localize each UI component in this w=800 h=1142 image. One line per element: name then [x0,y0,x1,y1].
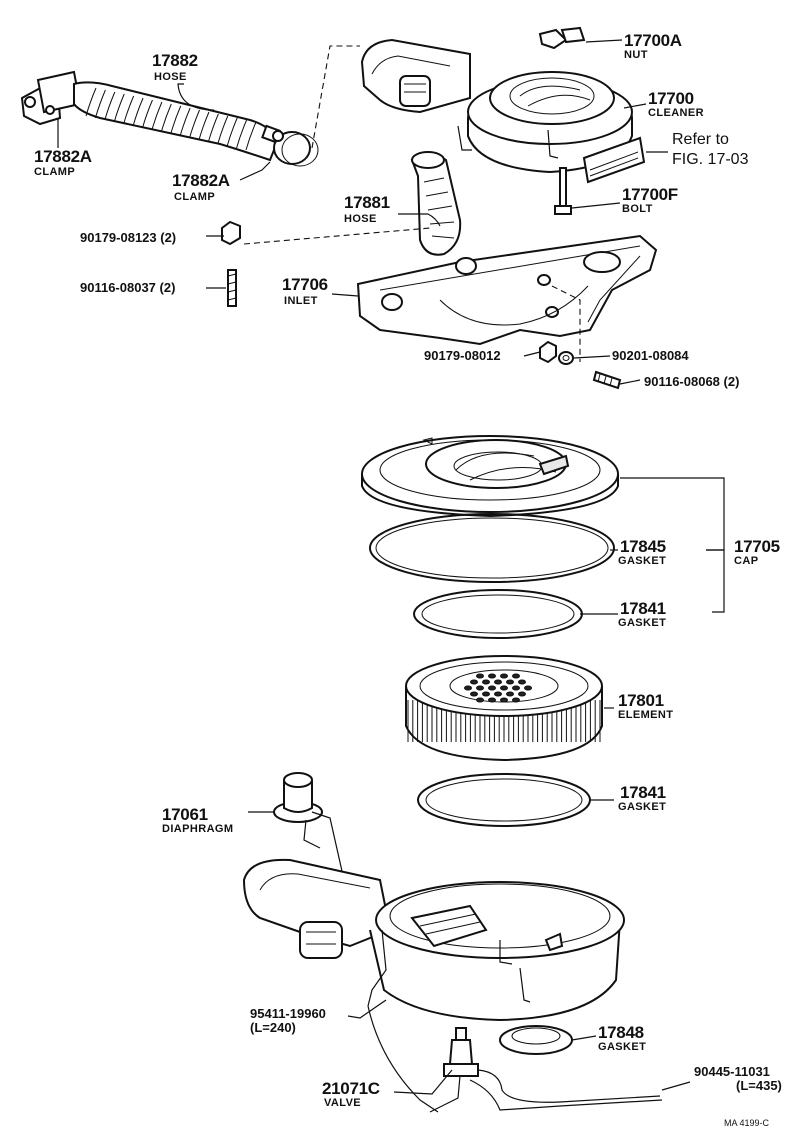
label-gasket-17841-top-name: GASKET [618,617,666,629]
dashed-leader-hose-cleaner [311,45,360,149]
label-clamp-17882a-right: 17882A CLAMP [172,171,230,203]
label-gasket-17845-pn: 17845 [620,537,666,556]
label-clamp-17882a-left-name: CLAMP [34,166,75,178]
label-clamp-17882a-left: 17882A CLAMP [34,147,92,178]
label-refer: Refer to FIG. 17-03 [672,131,749,168]
label-hose-95411-name: (L=240) [250,1020,296,1035]
label-gasket-17848-name: GASKET [598,1041,646,1053]
dashed-leader-nut-inlet [243,227,431,245]
label-cap-17705-name: CAP [734,555,758,567]
cap-17705-drawing [361,435,619,518]
label-gasket-17845-name: GASKET [618,555,666,567]
cleaner-body-drawing [242,858,625,1022]
leader-lines [57,39,725,1095]
label-gasket-17841-bottom-name: GASKET [618,801,666,813]
label-element-17801-pn: 17801 [618,691,664,710]
label-inlet-17706-pn: 17706 [282,275,328,294]
label-cleaner-17700: 17700 CLEANER [648,89,704,119]
label-element-17801-name: ELEMENT [618,709,673,721]
label-bolt-17700f: 17700F BOLT [622,185,678,215]
label-nut-17700a-name: NUT [624,49,648,61]
label-hose-17881: 17881 HOSE [344,193,390,225]
label-nut-17700a: 17700A NUT [624,31,682,61]
label-hose-95411: 95411-19960 (L=240) [250,1006,326,1035]
label-hose-90445: 90445-11031 (L=435) [694,1064,782,1093]
label-hose-90445-pn: 90445-11031 [694,1064,770,1079]
valve-21071c-drawing [367,1005,663,1113]
gasket-17845-drawing [369,513,615,583]
label-hose-17882-name: HOSE [154,71,187,83]
label-diaphragm-17061-name: DIAPHRAGM [162,823,233,835]
label-clamp-17882a-right-pn: 17882A [172,171,230,190]
element-17801-drawing [405,655,603,762]
label-valve-21071c: 21071C VALVE [322,1079,380,1109]
label-nut-90179-08012: 90179-08012 [424,348,501,363]
label-cleaner-17700-pn: 17700 [648,89,694,108]
label-bolt-17700f-name: BOLT [622,203,653,215]
label-valve-21071c-pn: 21071C [322,1079,380,1098]
label-gasket-17841-bottom: 17841 GASKET [618,783,666,813]
label-bolt-17700f-pn: 17700F [622,185,678,204]
label-refer-line2: FIG. 17-03 [672,151,749,168]
label-diaphragm-17061-pn: 17061 [162,805,208,824]
label-gasket-17845: 17845 GASKET [618,537,666,567]
label-hose-95411-pn: 95411-19960 [250,1006,326,1021]
gasket-17841-bottom-drawing [417,773,591,827]
label-stud-90116-08037: 90116-08037 (2) [80,280,175,295]
label-hose-17881-pn: 17881 [344,193,390,212]
label-hose-90445-name: (L=435) [736,1078,782,1093]
label-hose-17882-pn: 17882 [152,51,198,70]
label-stud-90116-08068: 90116-08068 (2) [644,374,739,389]
footer-code: MA 4199-C [724,1118,770,1128]
dashed-leader-inlet-stud [551,285,581,362]
label-cap-17705: 17705 CAP [734,537,780,567]
label-gasket-17848: 17848 GASKET [598,1023,646,1053]
gasket-17848-drawing [499,1025,573,1055]
label-cleaner-17700-name: CLEANER [648,107,704,119]
nut-stud-small-drawing [221,220,241,307]
label-diaphragm-17061: 17061 DIAPHRAGM [162,805,233,835]
label-hose-17882: 17882 HOSE [152,51,198,83]
hose-17881-drawing [410,151,462,256]
label-gasket-17848-pn: 17848 [598,1023,644,1042]
label-gasket-17841-bottom-pn: 17841 [620,783,666,802]
cleaner-17700-drawing [360,26,646,215]
label-element-17801: 17801 ELEMENT [618,691,673,721]
label-refer-line1: Refer to [672,131,729,148]
label-clamp-17882a-left-pn: 17882A [34,147,92,166]
label-nut-17700a-pn: 17700A [624,31,682,50]
gasket-17841-top-drawing [413,589,583,639]
nut-washer-stud-drawing [539,340,622,390]
label-gasket-17841-top-pn: 17841 [620,599,666,618]
label-washer-90201-08084: 90201-08084 [612,348,689,363]
label-inlet-17706: 17706 INLET [282,275,328,307]
label-hose-17881-name: HOSE [344,213,377,225]
label-nut-90179-08123: 90179-08123 (2) [80,230,176,245]
label-clamp-17882a-right-name: CLAMP [174,191,215,203]
label-valve-21071c-name: VALVE [324,1097,361,1109]
hose-17882-drawing [20,70,319,167]
label-inlet-17706-name: INLET [284,295,318,307]
inlet-17706-drawing [356,234,658,346]
label-gasket-17841-top: 17841 GASKET [618,599,666,629]
label-cap-17705-pn: 17705 [734,537,780,556]
